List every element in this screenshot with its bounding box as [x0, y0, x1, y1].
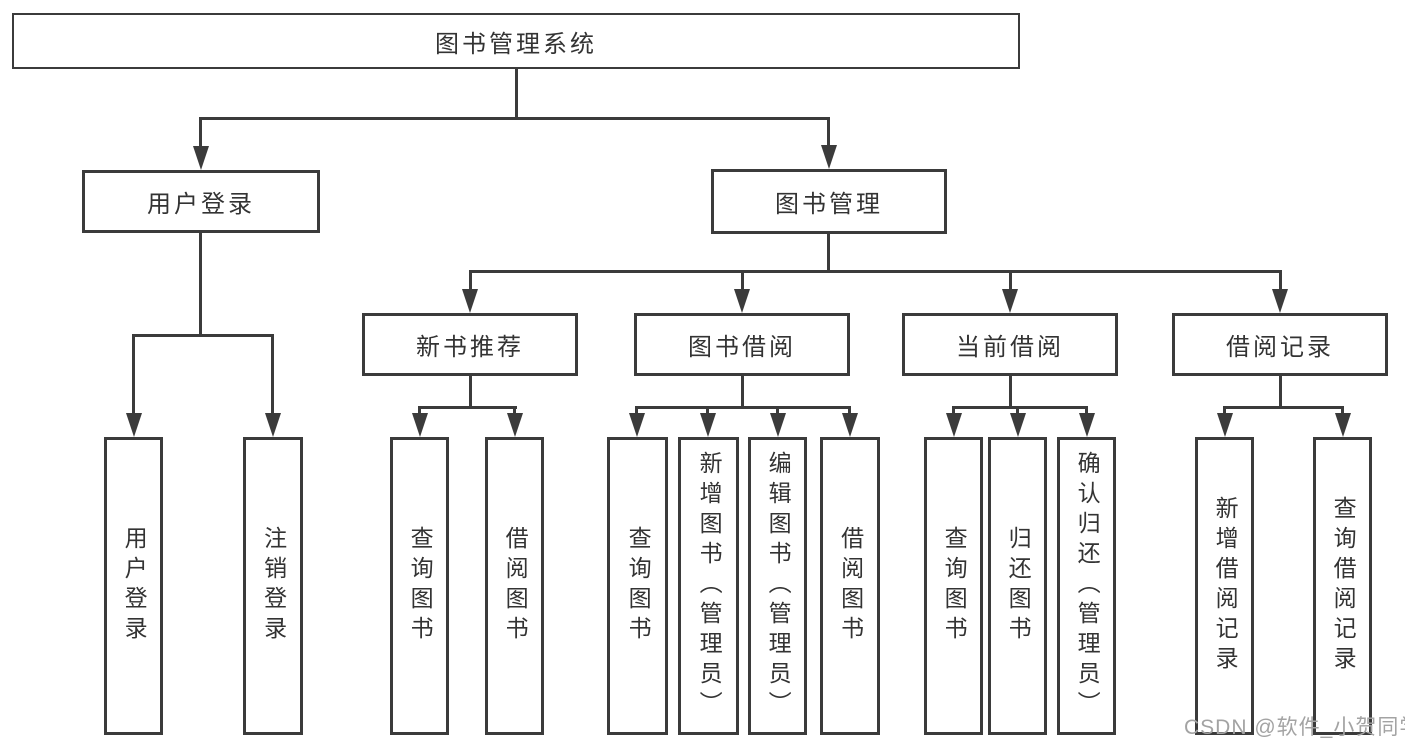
- connector-line: [132, 334, 274, 337]
- node-current-borrowing: 当前借阅: [902, 313, 1118, 376]
- connector-line: [741, 374, 744, 408]
- node-library-management-system: 图书管理系统: [12, 13, 1020, 69]
- leaf-logout: 注销登录: [243, 437, 303, 735]
- connector-line: [1009, 270, 1012, 294]
- connector-line: [776, 406, 779, 418]
- arrowhead-icon: [734, 289, 750, 313]
- arrowhead-icon: [629, 413, 645, 437]
- arrowhead-icon: [821, 145, 837, 169]
- leaf-query-borrow-record: 查询借阅记录: [1313, 437, 1372, 735]
- arrowhead-icon: [1217, 413, 1233, 437]
- arrowhead-icon: [126, 413, 142, 437]
- connector-line: [635, 406, 638, 418]
- node-book-management: 图书管理: [711, 169, 947, 234]
- connector-line: [635, 406, 851, 409]
- connector-line: [200, 117, 830, 120]
- connector-line: [1223, 406, 1344, 409]
- arrowhead-icon: [1079, 413, 1095, 437]
- connector-line: [827, 117, 830, 150]
- leaf-query-books-recommend: 查询图书: [390, 437, 449, 735]
- connector-line: [132, 334, 135, 416]
- connector-line: [469, 270, 472, 294]
- leaf-query-books-current: 查询图书: [924, 437, 983, 735]
- connector-line: [1341, 406, 1344, 418]
- leaf-return-books: 归还图书: [988, 437, 1047, 735]
- node-new-book-recommend: 新书推荐: [362, 313, 578, 376]
- node-book-borrowing: 图书借阅: [634, 313, 850, 376]
- connector-line: [952, 406, 955, 418]
- leaf-query-books-borrow: 查询图书: [607, 437, 668, 735]
- connector-line: [741, 270, 744, 294]
- connector-line: [418, 406, 517, 409]
- arrowhead-icon: [700, 413, 716, 437]
- connector-line: [515, 67, 518, 120]
- arrowhead-icon: [462, 289, 478, 313]
- connector-line: [1279, 374, 1282, 408]
- node-user-login: 用户登录: [82, 170, 320, 233]
- connector-line: [469, 270, 1282, 273]
- arrowhead-icon: [412, 413, 428, 437]
- connector-line: [827, 233, 830, 273]
- connector-line: [513, 406, 516, 418]
- connector-line: [848, 406, 851, 418]
- connector-line: [271, 334, 274, 416]
- leaf-add-borrow-record: 新增借阅记录: [1195, 437, 1254, 735]
- connector-line: [952, 406, 1088, 409]
- connector-line: [1009, 374, 1012, 408]
- connector-line: [706, 406, 709, 418]
- connector-line: [469, 374, 472, 408]
- arrowhead-icon: [1002, 289, 1018, 313]
- connector-line: [418, 406, 421, 418]
- leaf-add-book-admin: 新增图书（管理员）: [678, 437, 739, 735]
- connector-line: [1223, 406, 1226, 418]
- connector-line: [1279, 270, 1282, 294]
- arrowhead-icon: [1335, 413, 1351, 437]
- leaf-user-login: 用户登录: [104, 437, 163, 735]
- connector-line: [1016, 406, 1019, 418]
- node-borrowing-records: 借阅记录: [1172, 313, 1388, 376]
- arrowhead-icon: [770, 413, 786, 437]
- connector-line: [199, 117, 202, 150]
- arrowhead-icon: [507, 413, 523, 437]
- arrowhead-icon: [842, 413, 858, 437]
- arrowhead-icon: [946, 413, 962, 437]
- connector-line: [1085, 406, 1088, 418]
- csdn-watermark: CSDN @软件_小贺同学: [1184, 716, 1405, 739]
- leaf-borrow-books-recommend: 借阅图书: [485, 437, 544, 735]
- leaf-confirm-return-admin: 确认归还（管理员）: [1057, 437, 1116, 735]
- arrowhead-icon: [1010, 413, 1026, 437]
- arrowhead-icon: [1272, 289, 1288, 313]
- arrowhead-icon: [265, 413, 281, 437]
- leaf-edit-book-admin: 编辑图书（管理员）: [748, 437, 807, 735]
- arrowhead-icon: [193, 146, 209, 170]
- leaf-borrow-books: 借阅图书: [820, 437, 880, 735]
- connector-line: [199, 231, 202, 337]
